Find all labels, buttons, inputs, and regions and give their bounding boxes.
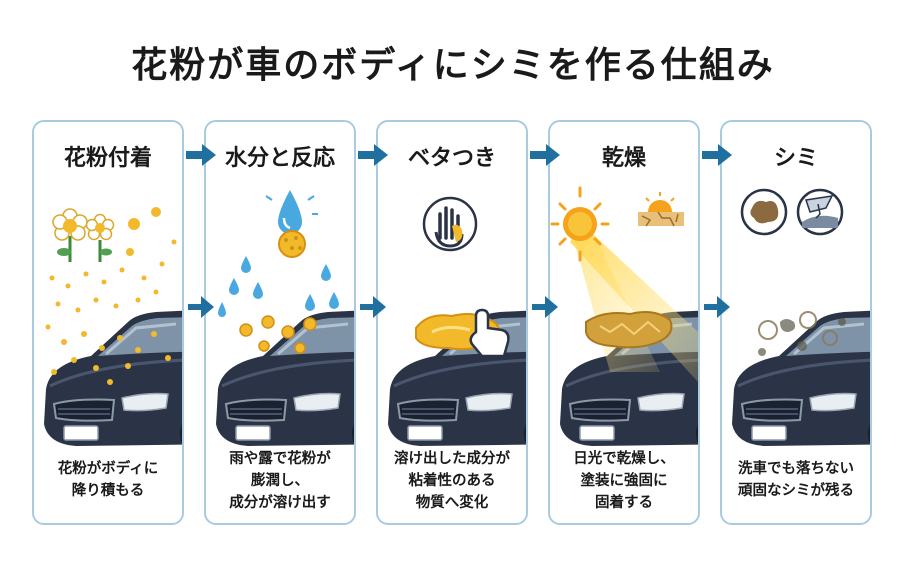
stage-caption: 日光で乾燥し、 塗装に強固に 固着する (573, 451, 675, 511)
stage-panel-3: ベタつき 溶け出した成分が 粘着性のある 物質へ変化 (376, 120, 528, 525)
pollen-car-scene (42, 207, 182, 460)
stage-panel-4: 乾燥 日光で乾燥 (548, 120, 700, 525)
pollen-icon (45, 207, 177, 385)
sticky-car-scene (386, 196, 526, 460)
drying-car-scene (550, 186, 698, 460)
dry-ground-icon (638, 192, 684, 227)
pointer-hand-icon (469, 308, 510, 358)
arrow-right-icon (702, 144, 732, 166)
arrow-right-icon (358, 144, 388, 166)
swollen-pollen-icon (278, 230, 306, 258)
stage-caption: 洗車でも落ちない 頑固なシミが残る (738, 461, 854, 499)
page-title: 花粉が車のボディにシミを作る仕組み (131, 45, 775, 86)
water-drop-icon (265, 190, 318, 234)
stage-title: 乾燥 (601, 146, 646, 171)
stage-caption: 花粉がボディに 降り積もる (57, 461, 159, 499)
flower-icon (52, 208, 115, 262)
stained-car-scene (730, 188, 870, 460)
stage-panel-1: 花粉付着 (32, 120, 184, 525)
damaged-paint-icon (796, 188, 844, 236)
stage-caption: 雨や露で花粉が 膨潤し、 成分が溶け出す (229, 451, 331, 511)
arrow-right-icon (360, 296, 386, 318)
sticky-hand-icon (422, 196, 478, 252)
arrow-right-icon (188, 296, 214, 318)
arrow-right-icon (704, 296, 730, 318)
arrow-right-icon (530, 144, 560, 166)
stage-title: ベタつき (407, 146, 496, 171)
arrow-right-icon (186, 144, 216, 166)
stage-title: 花粉付着 (63, 146, 152, 171)
arrow-right-icon (532, 296, 558, 318)
water-car-scene (214, 190, 354, 460)
stage-panel-2: 水分と反応 雨や露で花粉が 膨潤し、 成分が溶け出す (204, 120, 356, 525)
stain-icon (740, 188, 788, 236)
sun-icon (550, 186, 610, 262)
stage-caption: 溶け出した成分が 粘着性のある 物質へ変化 (394, 451, 510, 511)
stage-panel-5: シミ 洗車でも落ちない 頑固なシミが残る (720, 120, 872, 525)
stage-title: 水分と反応 (224, 146, 335, 171)
stage-title: シミ (773, 146, 818, 171)
